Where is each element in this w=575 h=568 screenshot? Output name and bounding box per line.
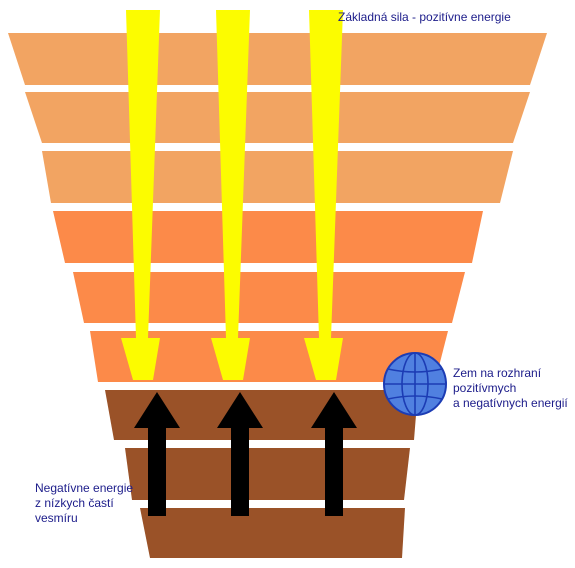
earth-label-line: pozitívmych — [453, 381, 517, 395]
upward-arrow — [311, 392, 357, 516]
downward-arrow — [211, 10, 250, 380]
globe-latitude — [387, 368, 443, 373]
downward-arrow — [121, 10, 160, 380]
funnel-band-orange — [90, 331, 448, 382]
globe-latitude — [387, 395, 443, 400]
funnel-band-brown — [125, 448, 410, 500]
negative-label-line: Negatívne energie — [35, 481, 134, 495]
earth-label-line: Zem na rozhraní — [453, 366, 542, 380]
upward-arrow — [134, 392, 180, 516]
funnel-band-light — [8, 33, 547, 85]
funnel-band-orange — [73, 272, 465, 323]
funnel-band-light — [42, 151, 513, 203]
downward-arrow — [304, 10, 343, 380]
negative-label-line: vesmíru — [35, 511, 78, 525]
earth-label-line: a negatívnych energií — [453, 396, 568, 410]
funnel-band-orange — [53, 211, 483, 263]
positive-energy-label: Základná sila - pozitívne energie — [338, 10, 511, 24]
globe-meridian-ellipse — [401, 352, 429, 416]
negative-energy-label: Negatívne energie z nízkych častí vesmír… — [35, 481, 133, 526]
funnel-band-light — [25, 92, 530, 143]
funnel-band-brown — [140, 508, 405, 558]
upward-arrow — [217, 392, 263, 516]
earth-label: Zem na rozhraní pozitívmych a negatívnyc… — [453, 366, 568, 411]
negative-label-line: z nízkych častí — [35, 496, 114, 510]
